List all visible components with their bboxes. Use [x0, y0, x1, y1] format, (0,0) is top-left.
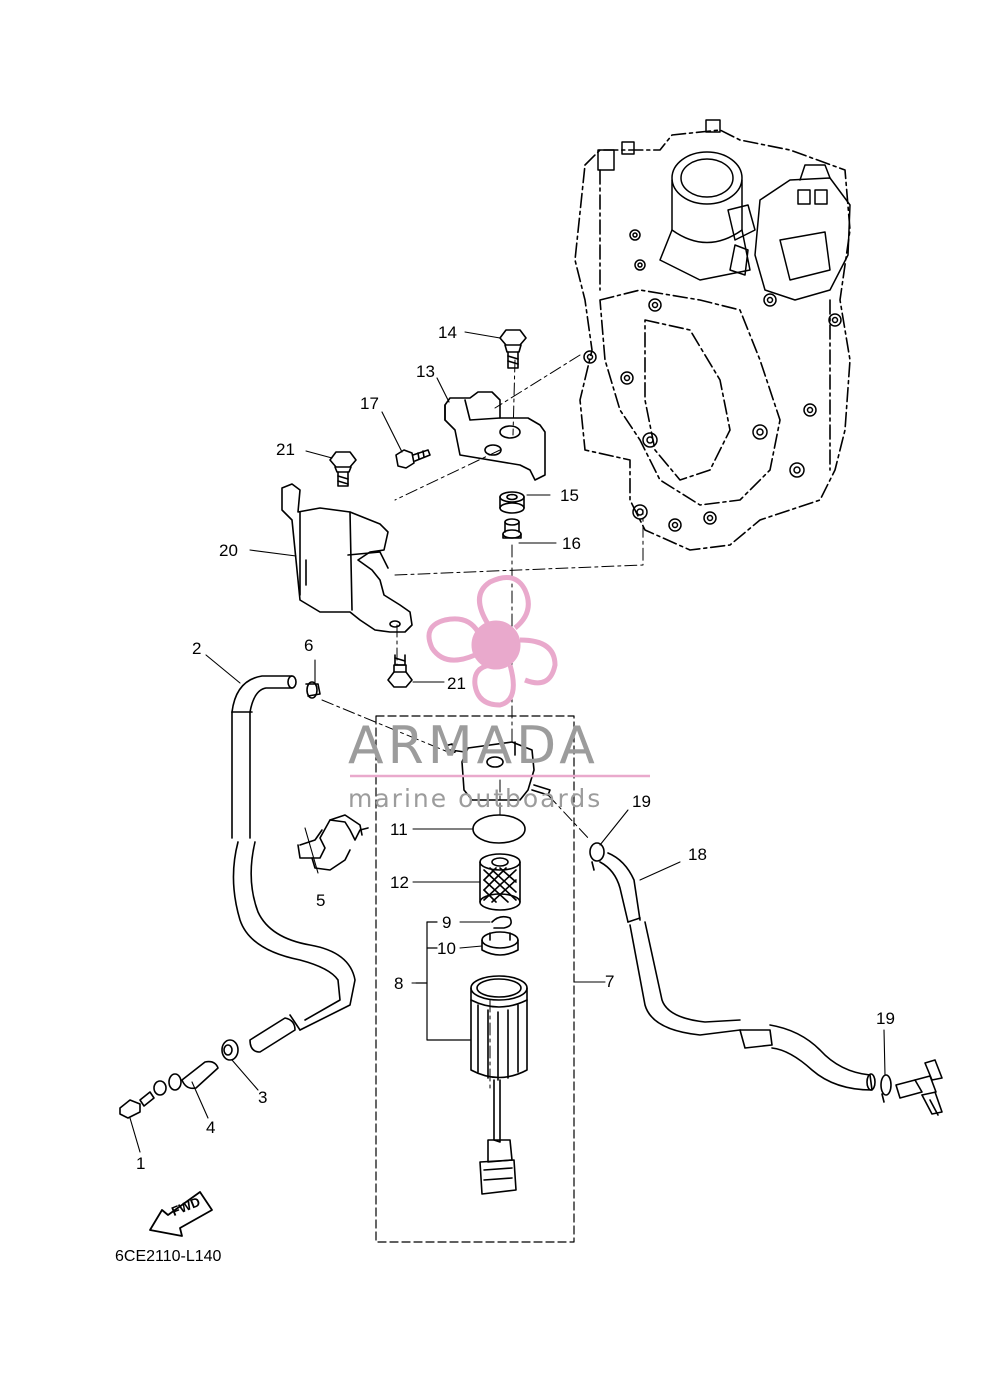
callout-16: 16: [562, 534, 581, 553]
callout-10: 10: [437, 939, 456, 958]
cover-20: [281, 483, 413, 633]
engine-details: [583, 119, 851, 532]
callout-21-lower: 21: [447, 674, 466, 693]
bolt-21-lower: [387, 654, 413, 688]
clip-6: [305, 681, 321, 699]
cap-10: [481, 931, 519, 956]
callout-17: 17: [360, 394, 379, 413]
callout-15: 15: [560, 486, 579, 505]
watermark-brand: ARMADA: [348, 716, 599, 776]
callout-6: 6: [304, 636, 314, 655]
filter-element-12: [479, 853, 521, 911]
drawing-code: 6CE2110-L140: [115, 1248, 222, 1265]
callout-12: 12: [390, 873, 409, 892]
o-ring-11: [472, 814, 526, 844]
clip-19-lower: [880, 1074, 892, 1103]
bolt-21-upper: [329, 451, 357, 487]
collar-16: [502, 518, 522, 539]
callout-18: 18: [688, 845, 707, 864]
hose-clip-5: [297, 814, 369, 871]
watermark-tagline: marine outboards: [348, 784, 603, 813]
callout-1: 1: [136, 1154, 146, 1173]
bracket-13: [444, 391, 546, 481]
filter-head: [444, 741, 551, 801]
callout-4: 4: [206, 1118, 216, 1137]
callout-20: 20: [219, 541, 238, 560]
callout-5: 5: [316, 891, 326, 910]
filter-assembly-box: [375, 715, 575, 1243]
engine-block: [574, 129, 851, 551]
callout-11: 11: [390, 820, 408, 839]
hose-18: [599, 852, 876, 1091]
filter-bowl-8: [470, 975, 528, 1195]
grommet-15: [499, 491, 525, 514]
callout-leaders: [129, 331, 886, 1153]
callout-8: 8: [394, 974, 404, 993]
callout-9: 9: [442, 913, 452, 932]
screw-17: [395, 449, 431, 469]
hose-2: [231, 675, 356, 1031]
watermark-propeller: [426, 575, 558, 708]
callout-21-upper: 21: [276, 440, 295, 459]
t-fitting: [895, 1059, 943, 1116]
clip-19-upper: [589, 842, 605, 871]
callout-14: 14: [438, 323, 457, 342]
callout-19-upper: 19: [632, 792, 651, 811]
grouping-bracket: [415, 921, 471, 1041]
fwd-arrow: [149, 1191, 213, 1237]
clip-9: [491, 915, 512, 929]
bolt-14: [499, 329, 527, 369]
callout-2: 2: [192, 639, 202, 658]
callout-3: 3: [258, 1088, 268, 1107]
fittings-left: [119, 1017, 296, 1119]
callout-7: 7: [605, 972, 615, 991]
callout-13: 13: [416, 362, 435, 381]
callout-19-lower: 19: [876, 1009, 895, 1028]
